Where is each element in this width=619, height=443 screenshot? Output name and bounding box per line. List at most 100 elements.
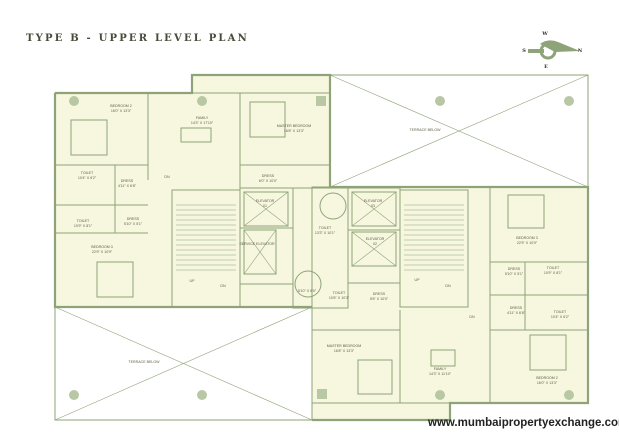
room-dimensions: 16'8" X 13'3"	[284, 129, 305, 133]
room-label: BEDROOM 216'0" X 13'3"	[110, 104, 132, 113]
room-dimensions: 10'4" X 6'2"	[78, 176, 97, 180]
room-name: TOILET	[554, 310, 567, 314]
compass-s: S	[522, 48, 526, 54]
room-dimensions: 6'0" X 10'0"	[259, 179, 278, 183]
room-dimensions: 01	[263, 204, 267, 208]
room-name: ELEVATOR	[366, 237, 385, 241]
room-dimensions: 14'3" X 17'10"	[191, 121, 214, 125]
stair-direction-label: DN	[164, 175, 170, 179]
watermark: www.mumbaipropertyexchange.com	[428, 417, 619, 429]
room-dimensions: 16'0" X 13'3"	[111, 109, 132, 113]
staircases	[176, 204, 464, 271]
room-name: BEDROOM 3	[516, 236, 538, 240]
room-name: TOILET	[333, 291, 346, 295]
left-unit	[53, 73, 332, 309]
room-name: SERVICE ELEVATOR	[239, 242, 275, 246]
room-name: TERRACE BELOW	[128, 360, 160, 364]
terrace-bottom-left	[54, 306, 313, 421]
room-name: TOILET	[77, 219, 90, 223]
room-name: DRESS	[127, 217, 140, 221]
room-dimensions: 13'3" X 10'1"	[315, 231, 336, 235]
bathtubs	[294, 192, 347, 298]
room-name: TOILET	[319, 226, 332, 230]
room-dimensions: 4'11" X 6'8"	[118, 184, 137, 188]
room-label: SERVICE ELEVATOR	[239, 242, 275, 246]
room-name: DRESS	[508, 267, 521, 271]
furniture	[70, 101, 567, 395]
room-dimensions: 5'10" X 5'1"	[124, 222, 143, 226]
room-name: TERRACE BELOW	[409, 128, 441, 132]
stair-direction-label: DN	[220, 284, 226, 288]
room-dimensions: 4'11" X 6'8"	[507, 311, 526, 315]
room-dimensions: 5'6" X 10'0"	[370, 297, 389, 301]
room-label: TERRACE BELOW	[128, 360, 160, 364]
plan-title: TYPE B - UPPER LEVEL PLAN	[26, 33, 249, 44]
room-name: MASTER BEDROOM	[277, 124, 312, 128]
room-dimensions: 10'6" X 10'3"	[329, 296, 350, 300]
room-name: DRESS	[510, 306, 523, 310]
compass-w: W	[541, 31, 548, 37]
room-dimensions: 10'9" X 8'1"	[74, 224, 93, 228]
room-name: BEDROOM 2	[536, 376, 558, 380]
compass-n: N	[578, 48, 583, 54]
stair-direction-label: DN	[469, 315, 475, 319]
room-name: FAMILY	[434, 367, 447, 371]
room-name: TOILET	[547, 266, 560, 270]
room-dimensions: 16'8" X 13'3"	[334, 349, 355, 353]
room-dimensions: 10'4" X 6'2"	[551, 315, 570, 319]
room-name: DRESS	[262, 174, 275, 178]
room-name: TOILET	[81, 171, 94, 175]
terrace-top-right	[329, 74, 589, 188]
room-dimensions: 22'9" X 10'9"	[517, 241, 538, 245]
room-label: BEDROOM 322'9" X 10'9"	[516, 236, 538, 245]
room-dimensions: 16'0" X 13'3"	[537, 381, 558, 385]
room-name: BEDROOM 3	[91, 245, 113, 249]
room-dimensions: 5'10" X 5'1"	[505, 272, 524, 276]
compass: W S N E	[522, 31, 583, 70]
room-name: DRESS	[373, 292, 386, 296]
compass-rose-icon	[528, 40, 580, 60]
columns	[69, 96, 574, 400]
room-dimensions: 02	[373, 242, 377, 246]
room-name: DRESS	[121, 179, 134, 183]
room-label: BEDROOM 322'9" X 10'9"	[91, 245, 113, 254]
room-name: FAMILY	[196, 116, 209, 120]
room-name: ELEVATOR	[256, 199, 275, 203]
stair-direction-label: DN	[445, 284, 451, 288]
elevator-shafts	[243, 191, 397, 275]
room-name: ELEVATOR	[364, 199, 383, 203]
room-label: TERRACE BELOW	[409, 128, 441, 132]
stair-direction-label: UP	[190, 279, 196, 283]
room-dimensions: 10'9" X 8'1"	[544, 271, 563, 275]
room-name: BEDROOM 2	[110, 104, 132, 108]
room-dimensions: 14'3" X 11'10"	[429, 372, 452, 376]
compass-e: E	[544, 64, 548, 70]
room-dimensions: 03	[371, 204, 375, 208]
room-dimensions: 22'9" X 10'9"	[92, 250, 113, 254]
room-dimensions: 5'10" X 6'0"	[298, 289, 317, 293]
stair-direction-label: UP	[415, 278, 421, 282]
room-label: BEDROOM 216'0" X 13'3"	[536, 376, 558, 385]
room-name: MASTER BEDROOM	[327, 344, 362, 348]
